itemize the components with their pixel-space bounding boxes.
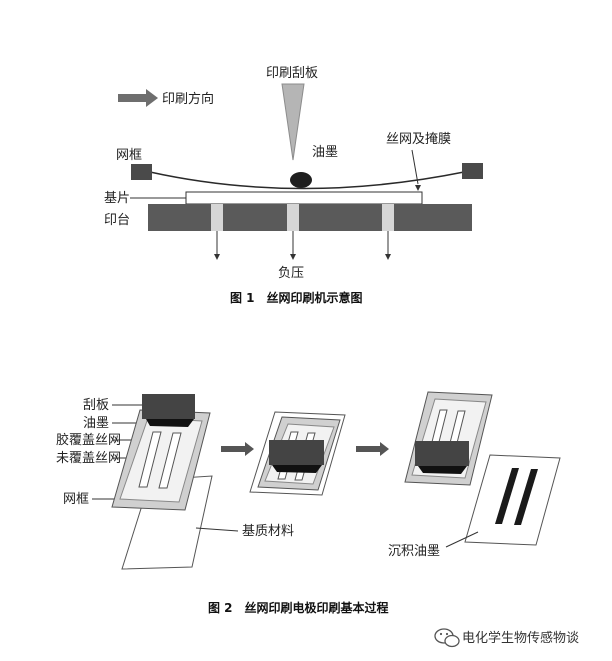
screen-mask-label: 丝网及掩膜 — [386, 132, 451, 147]
frame-right — [462, 163, 483, 179]
screen-mask-leader — [411, 149, 419, 185]
printed-electrode-b — [514, 469, 538, 525]
print-direction-label: 印刷方向 — [162, 91, 214, 107]
platform-label: 印台 — [104, 213, 130, 228]
vacuum-arrows — [214, 231, 391, 260]
squeegee-label: 印刷刮板 — [266, 66, 318, 81]
figure-1-caption: 图 1 丝网印刷机示意图 — [230, 290, 363, 305]
ink-label-2: 油墨 — [83, 416, 109, 431]
screen-mask-arrowhead — [415, 185, 421, 191]
frame-label: 网框 — [116, 148, 142, 163]
vacuum-hole-3 — [382, 204, 394, 231]
ink-bead-1 — [146, 419, 194, 427]
squeegee-block-1 — [142, 394, 195, 419]
substrate-plate — [185, 191, 423, 205]
wechat-icon — [434, 628, 460, 648]
print-platform — [148, 204, 472, 231]
substrate-leader-2 — [195, 527, 239, 532]
squeegee-block-2 — [269, 440, 324, 465]
deposited-ink-leader — [445, 531, 479, 548]
print-direction-arrow — [118, 89, 158, 107]
ink-label: 油墨 — [312, 145, 338, 160]
vacuum-hole-2 — [287, 204, 299, 231]
watermark-text: 电化学生物传感物谈 — [462, 630, 579, 646]
figure-1: 印刷方向 印刷刮板 油墨 丝网及掩膜 网框 基片 印台 — [104, 66, 483, 305]
vacuum-hole-1 — [211, 204, 223, 231]
process-arrow-1 — [221, 442, 254, 456]
vacuum-label: 负压 — [278, 266, 304, 281]
substrate-label-2: 基质材料 — [242, 524, 294, 539]
process-arrow-2 — [356, 442, 389, 456]
frame-left — [131, 164, 152, 180]
watermark: 电化学生物传感物谈 — [434, 628, 579, 648]
squeegee-block-3 — [415, 441, 469, 466]
ink-bead-3 — [418, 466, 467, 474]
deposited-ink-label: 沉积油墨 — [388, 544, 440, 559]
covered-mesh-label: 胶覆盖丝网 — [56, 432, 121, 448]
printed-substrate — [464, 454, 561, 546]
opening-1b — [158, 432, 182, 489]
figure-2-caption: 图 2 丝网印刷电极印刷基本过程 — [208, 600, 389, 615]
squeegee-label-2: 刮板 — [83, 398, 109, 413]
squeegee-blade — [281, 83, 305, 161]
printed-electrode-a — [495, 468, 519, 524]
opening-1a — [138, 431, 162, 488]
ink-bead-2 — [272, 465, 322, 473]
ink-blob — [290, 172, 312, 188]
frame-label-2: 网框 — [63, 492, 89, 507]
figure-2: 刮板 油墨 胶覆盖丝网 未覆盖丝网 网框 基质材料 — [56, 391, 561, 615]
uncovered-mesh-label: 未覆盖丝网 — [56, 451, 121, 466]
substrate-label: 基片 — [104, 191, 130, 206]
screen-mesh-line — [149, 171, 465, 190]
